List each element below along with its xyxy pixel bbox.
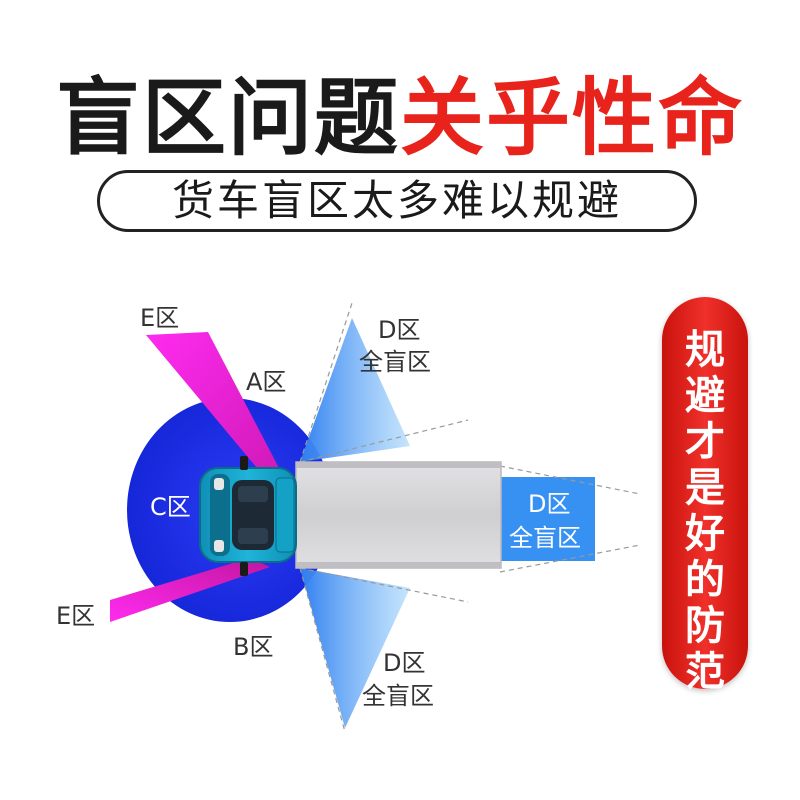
banner-text: 规 避 才 是 好 的 防 范: [662, 327, 748, 695]
red-vertical-banner: 规 避 才 是 好 的 防 范: [662, 297, 748, 695]
banner-char: 规: [685, 327, 725, 373]
d-zone-rear-area: [500, 477, 595, 561]
label-e-top: E区: [140, 304, 180, 332]
d-zone-bottom-boundary-2: [299, 567, 346, 733]
d-zone-rear-boundary-2: [499, 544, 641, 573]
label-b: B区: [233, 633, 274, 661]
d-zone-top-boundary-1: [299, 302, 353, 463]
d-zone-bottom-boundary-1: [299, 567, 469, 603]
headline: 盲区问题关乎性命: [0, 72, 800, 164]
banner-char: 避: [685, 373, 725, 419]
banner-char: 是: [685, 465, 725, 511]
truck-cab: [199, 456, 297, 576]
e-zone-top-area: [146, 332, 280, 474]
label-e-bottom: E区: [56, 602, 96, 630]
truck-cargo-edge-top: [296, 462, 501, 468]
banner-char: 好: [685, 511, 725, 557]
headline-part-2: 关乎性命: [400, 69, 745, 167]
e-zone-bottom-area: [110, 558, 270, 622]
label-d-bottom-line1: D区: [383, 649, 426, 677]
banner-char: 范: [685, 649, 725, 695]
d-zone-rear-boundary-1: [499, 465, 641, 495]
label-d-top-line1: D区: [378, 316, 421, 344]
d-zone-bottom-area: [300, 568, 410, 728]
d-zone-top-boundary-2: [299, 419, 469, 463]
label-d-rear-line2: 全盲区: [509, 524, 581, 552]
label-a: A区: [246, 368, 287, 396]
label-d-top-line2: 全盲区: [359, 348, 431, 376]
d-zone-top-area: [300, 318, 410, 462]
subtitle-pill: 货车盲区太多难以规避: [97, 170, 697, 232]
banner-char: 才: [685, 419, 725, 465]
subtitle-text: 货车盲区太多难以规避: [171, 176, 622, 225]
truck-cargo-box: [295, 461, 502, 569]
truck-cargo-edge-bottom: [296, 562, 501, 568]
banner-char: 的: [685, 557, 725, 603]
label-d-bottom-line2: 全盲区: [362, 682, 434, 710]
label-d-rear-line1: D区: [528, 490, 571, 518]
label-c: C区: [150, 493, 191, 521]
banner-char: 防: [685, 603, 725, 649]
headline-part-1: 盲区问题: [55, 69, 400, 167]
